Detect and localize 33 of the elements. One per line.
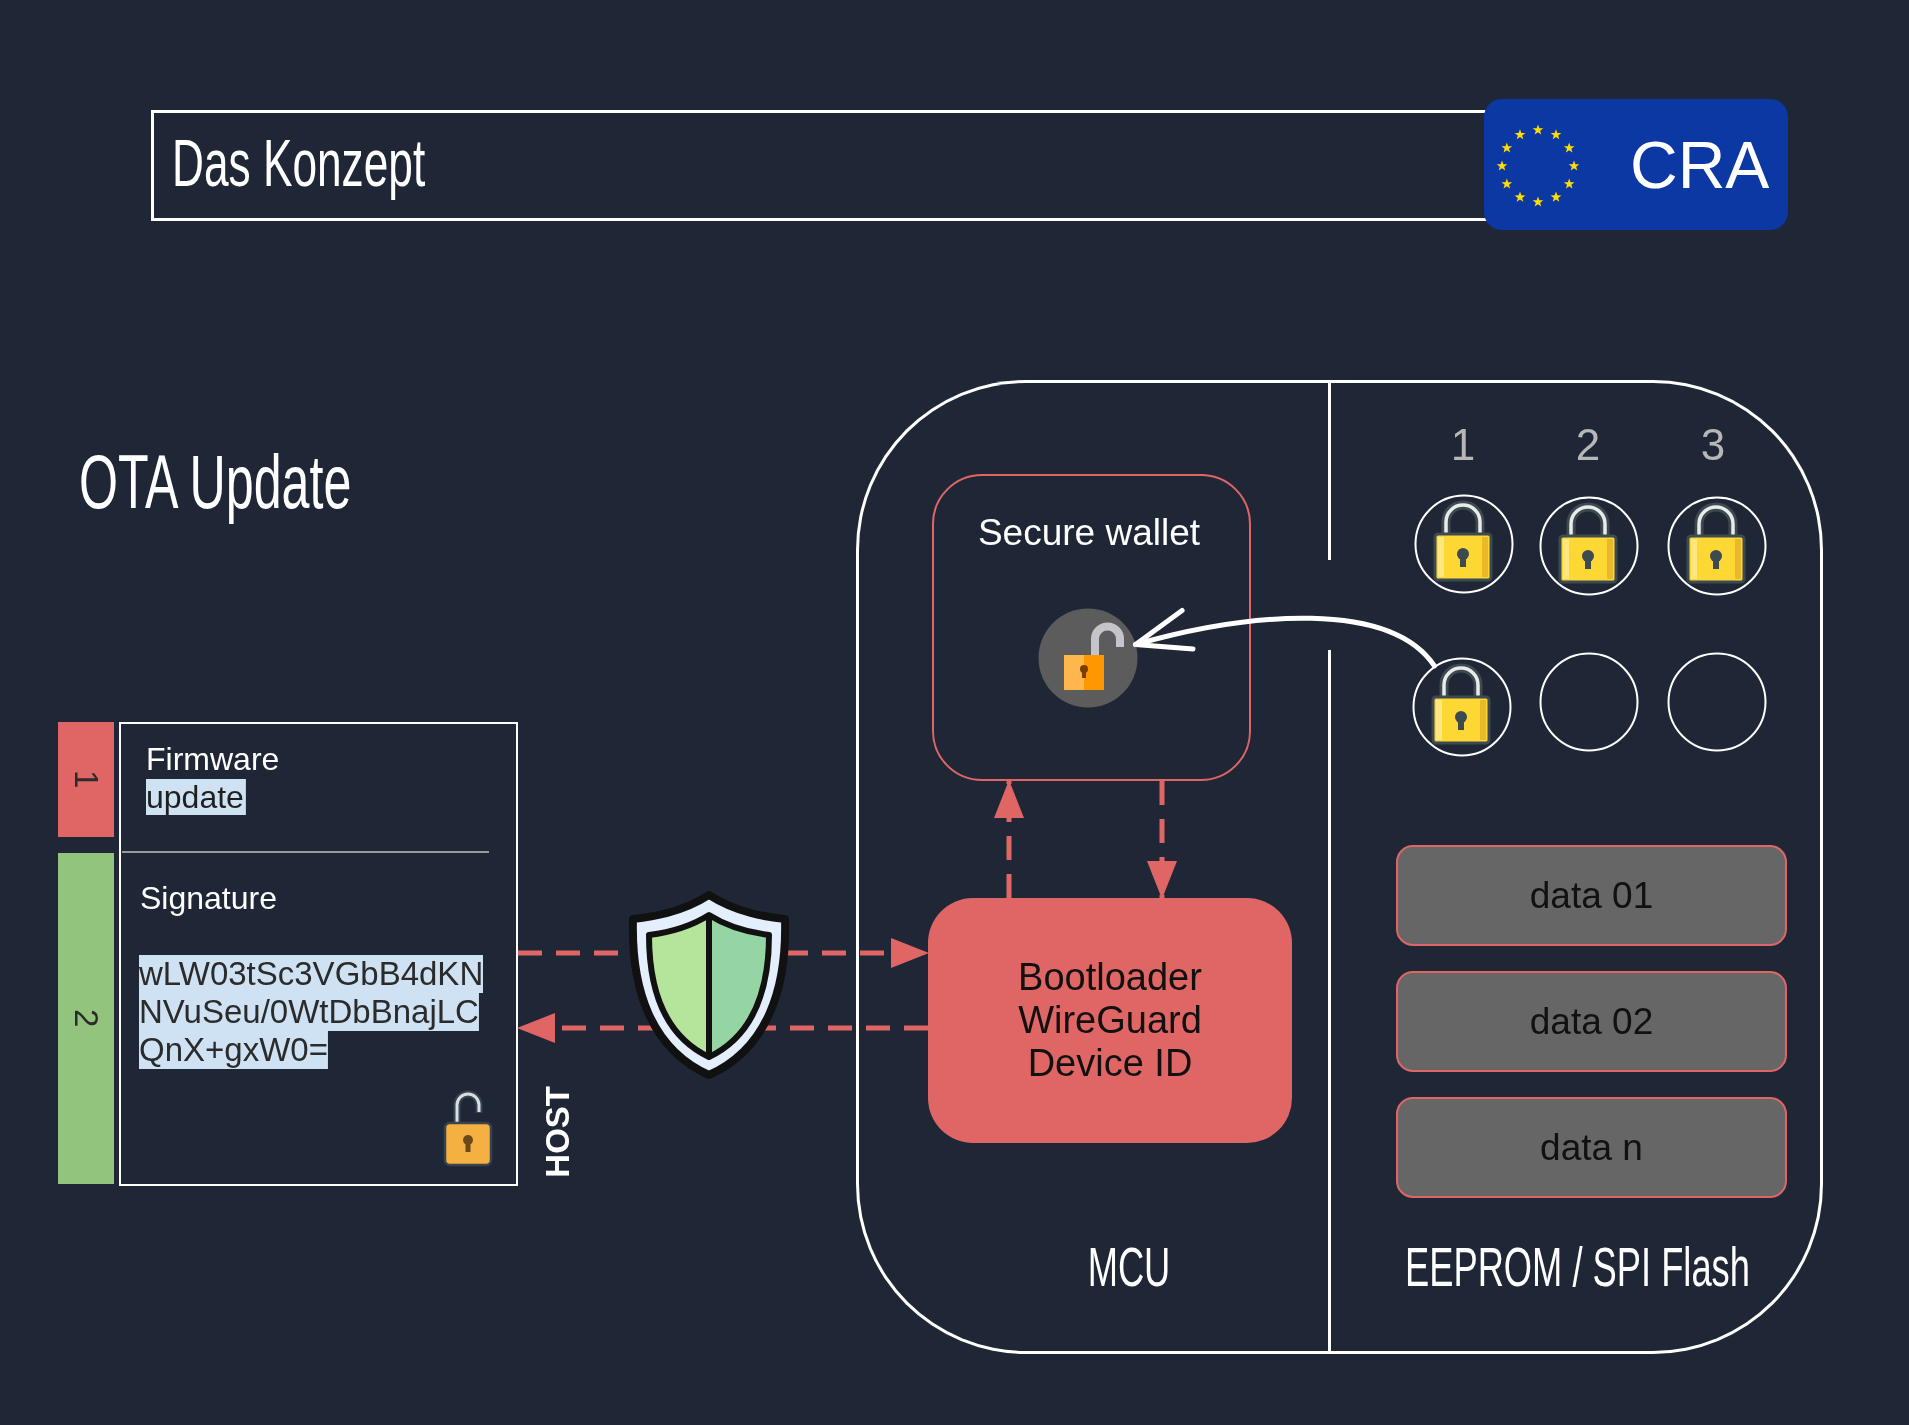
column-number: 2: [1575, 423, 1601, 467]
block-label: Bootloader: [1018, 956, 1202, 999]
regulation-badge: [1484, 99, 1788, 230]
dashed-arrow: [994, 780, 1024, 898]
number-tab: 2: [58, 853, 114, 1184]
bootloader-block: [928, 898, 1292, 1143]
data-block: data n: [1396, 1097, 1787, 1198]
data-block: data 01: [1396, 845, 1787, 946]
signature-hash: wLW03tSc3VGbB4dKN NVuSeu/0WtDbBnajLC QnX+gxW0=: [139, 955, 486, 1069]
wallet-panel: [932, 474, 1251, 781]
ring-icon: [1667, 652, 1767, 752]
padlock-icon: [1414, 494, 1514, 594]
padlock-icon: [1667, 496, 1767, 596]
panel-title: Secure wallet: [977, 514, 1201, 551]
section-title: MCU: [1087, 1240, 1171, 1295]
section-panel: [1331, 380, 1823, 1354]
padlock-icon: [1539, 496, 1639, 596]
badge-label: CRA: [1630, 132, 1770, 198]
data-block: data 02: [1396, 971, 1787, 1072]
column-number: 3: [1700, 423, 1726, 467]
number-tab: 1: [58, 722, 114, 837]
ring-icon: [1539, 652, 1639, 752]
section-title: EEPROM / SPI Flash: [1405, 1240, 1750, 1295]
section-heading: Signature: [140, 879, 277, 917]
section-panel: [856, 380, 1331, 1354]
rotated-label: HOST: [540, 1086, 576, 1178]
dashed-arrow: [1147, 781, 1177, 899]
block-label: WireGuard: [1018, 999, 1202, 1042]
curved-arrow: [1133, 608, 1437, 669]
open-padlock-icon: [1038, 608, 1138, 708]
column-number: 1: [1450, 423, 1476, 467]
padlock-icon: [1412, 657, 1512, 757]
block-label: Device ID: [1027, 1042, 1193, 1085]
